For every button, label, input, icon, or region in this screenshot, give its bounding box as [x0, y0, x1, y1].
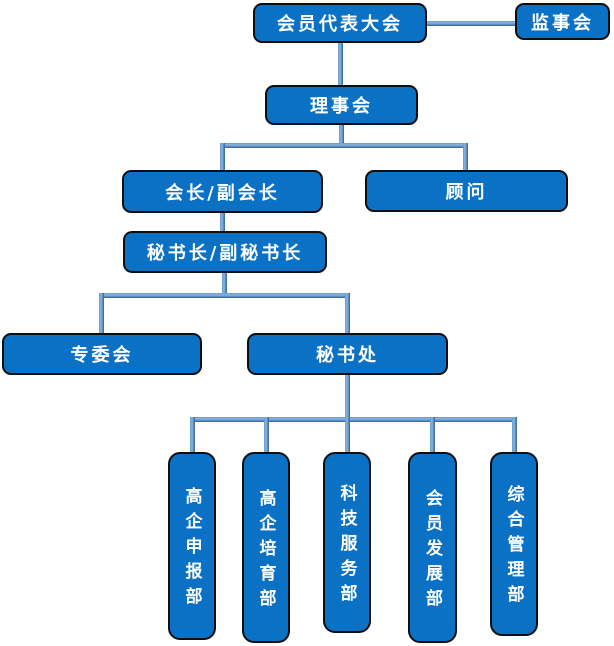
node-label: 会员代表大会	[277, 14, 403, 35]
node-label: 理事会	[310, 96, 373, 117]
connector-secretary-branch	[99, 293, 350, 298]
connector-secretariat-down	[345, 374, 350, 419]
connector-secretary-down	[222, 272, 227, 295]
connector-drop-committee	[99, 293, 104, 334]
node-label: 顾问	[445, 182, 488, 203]
node-dept-tech-service: 科技服务部	[323, 452, 371, 633]
connector-drop-advisor	[463, 143, 468, 171]
node-label: 专委会	[70, 345, 134, 366]
node-dept-general-admin: 综合管理部	[490, 452, 538, 636]
connector-drop-president	[220, 143, 225, 171]
node-secretariat: 秘书处	[247, 333, 448, 375]
connector-drop-secretariat	[345, 293, 350, 334]
node-supervisory-board: 监事会	[515, 3, 610, 40]
node-advisor: 顾问	[365, 170, 568, 212]
node-label: 会长/副会长	[165, 182, 280, 204]
connector-council-branch	[220, 143, 468, 148]
node-label: 会员发展部	[422, 488, 442, 614]
node-label: 综合管理部	[503, 485, 524, 610]
connector-president-secretary	[220, 211, 225, 232]
node-member-assembly: 会员代表大会	[253, 3, 427, 43]
connector-drop-dept-4	[430, 417, 435, 453]
connector-drop-dept-1	[190, 417, 195, 453]
node-president-vp: 会长/副会长	[122, 170, 323, 213]
connector-assembly-council	[338, 42, 343, 86]
connector-assembly-supervisory	[426, 21, 516, 26]
node-special-committee: 专委会	[2, 333, 202, 375]
connector-drop-dept-3	[345, 417, 350, 453]
node-dept-hq-declaration: 高企申报部	[168, 452, 216, 640]
node-dept-member-development: 会员发展部	[408, 452, 457, 643]
connector-drop-dept-2	[264, 417, 269, 453]
node-label: 高企培育部	[255, 488, 276, 614]
node-label: 秘书处	[316, 345, 379, 366]
node-label: 科技服务部	[336, 483, 357, 609]
node-dept-hq-cultivation: 高企培育部	[242, 452, 290, 643]
node-council: 理事会	[265, 85, 418, 125]
node-label: 秘书长/副秘书长	[146, 243, 304, 264]
connector-dept-branch	[190, 417, 517, 422]
connector-council-down	[339, 124, 344, 146]
connector-drop-dept-5	[512, 417, 517, 453]
node-label: 高企申报部	[181, 487, 202, 612]
node-secretary-general: 秘书长/副秘书长	[123, 231, 327, 273]
node-label: 监事会	[531, 12, 594, 34]
